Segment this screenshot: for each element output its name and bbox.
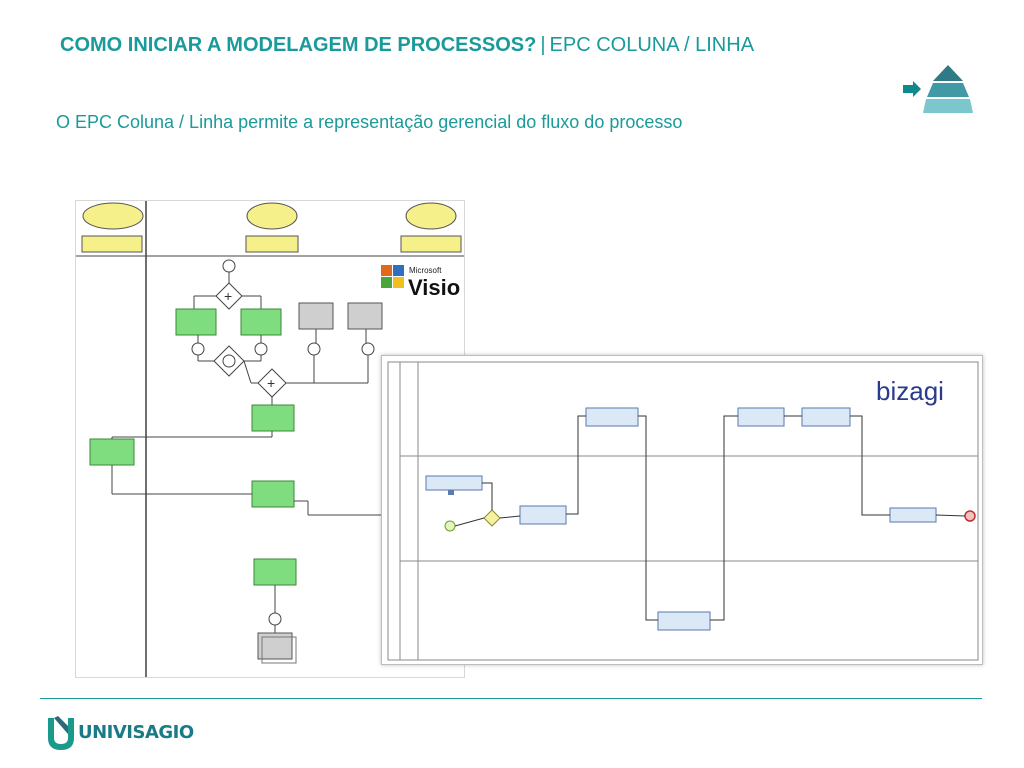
visio-logo-small: Microsoft bbox=[409, 266, 442, 275]
svg-text:+: + bbox=[267, 375, 275, 391]
footer-divider bbox=[40, 698, 982, 699]
bizagi-logo: bizagi bbox=[876, 376, 944, 406]
slide-title-bold: COMO INICIAR A MODELAGEM DE PROCESSOS? bbox=[60, 34, 537, 56]
slide-title-rest: EPC COLUNA / LINHA bbox=[549, 34, 755, 56]
univisagio-logo-icon bbox=[48, 716, 74, 750]
slide-subtitle: O EPC Coluna / Linha permite a represent… bbox=[56, 112, 683, 132]
bizagi-diagram-image: bizagi bbox=[381, 355, 983, 665]
visio-logo-big: Visio bbox=[408, 275, 460, 300]
title-separator: | bbox=[540, 34, 546, 56]
svg-text:+: + bbox=[224, 288, 232, 304]
pyramid-arrow-icon bbox=[903, 65, 973, 113]
brand-name: UNIVISAGIO bbox=[78, 722, 194, 743]
slide-title: COMO INICIAR A MODELAGEM DE PROCESSOS?|E… bbox=[60, 34, 754, 57]
